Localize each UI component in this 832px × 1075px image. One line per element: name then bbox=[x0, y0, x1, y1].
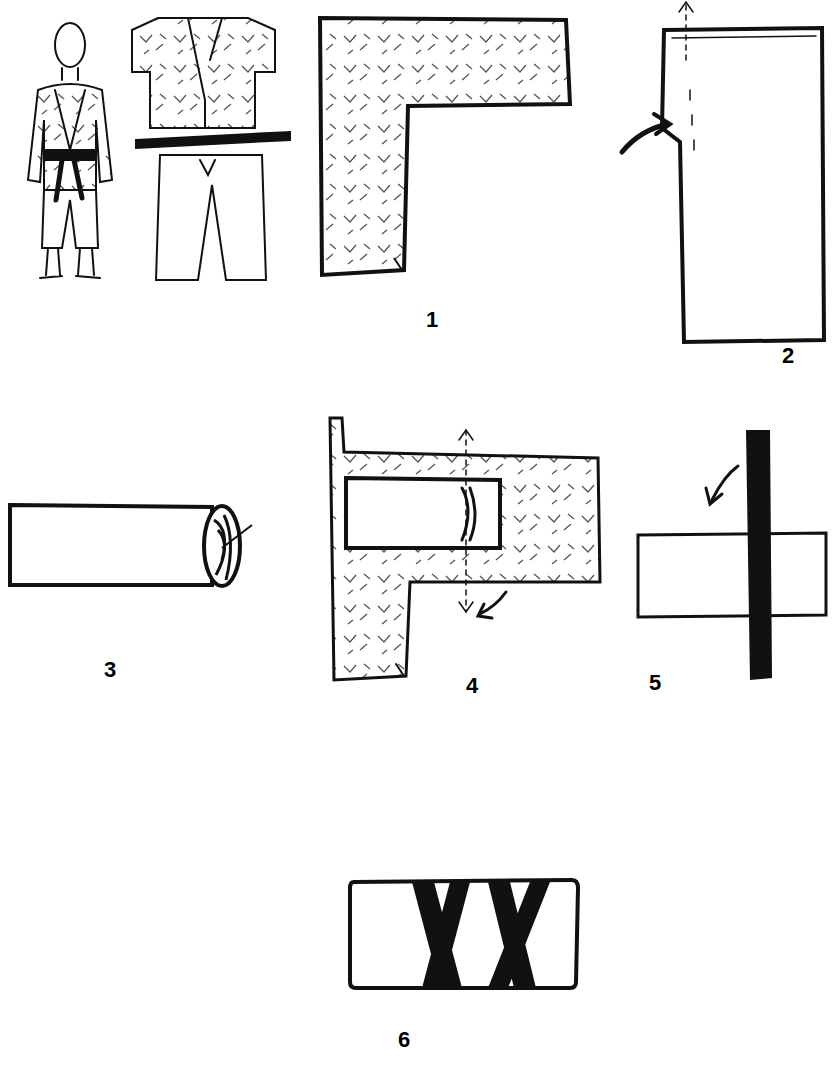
jacket-collar bbox=[188, 18, 222, 128]
jacket-sketch bbox=[132, 18, 275, 128]
step-number: 3 bbox=[104, 657, 116, 683]
jacket-outline bbox=[662, 28, 824, 342]
step-number: 1 bbox=[426, 307, 438, 333]
arrow-head bbox=[679, 2, 693, 12]
belt bbox=[746, 430, 772, 680]
roll-spiral bbox=[462, 488, 475, 540]
step-number: 6 bbox=[398, 1027, 410, 1053]
gi-overview bbox=[28, 18, 290, 280]
fold-mark bbox=[396, 664, 404, 676]
curved-arrow bbox=[712, 466, 738, 500]
belt-sketch bbox=[136, 132, 290, 148]
figure-belt-ends bbox=[56, 160, 82, 200]
belt-wraps bbox=[412, 882, 550, 988]
figure-jacket bbox=[28, 84, 112, 190]
arrow-head bbox=[478, 604, 492, 618]
rolled-bundle bbox=[10, 505, 252, 586]
roll-end bbox=[204, 506, 240, 586]
figure-legs bbox=[40, 248, 100, 278]
arrow-head bbox=[706, 488, 722, 504]
pants-tie bbox=[200, 160, 215, 175]
arrow-head bbox=[654, 114, 670, 134]
fold-step-two bbox=[622, 2, 824, 342]
fold-step-four bbox=[330, 418, 600, 680]
bundle bbox=[638, 533, 826, 617]
figure-head bbox=[55, 23, 85, 67]
roll-tail bbox=[222, 525, 252, 548]
fold-mark bbox=[394, 258, 402, 270]
step-number: 4 bbox=[466, 673, 478, 699]
figure-lapel bbox=[55, 90, 85, 150]
direction-arrow bbox=[465, 430, 467, 612]
jacket-outline bbox=[330, 418, 600, 680]
roll-body bbox=[346, 478, 500, 548]
fold-step-five bbox=[638, 430, 826, 680]
bundle bbox=[350, 880, 578, 988]
fold-line bbox=[672, 36, 816, 38]
step-number: 5 bbox=[649, 670, 661, 696]
folded-jacket bbox=[320, 18, 570, 275]
roll-body bbox=[10, 505, 212, 585]
arrow-head bbox=[459, 430, 473, 612]
figure-neck bbox=[62, 68, 78, 80]
figure-pants bbox=[42, 190, 98, 248]
pants-sketch bbox=[156, 155, 266, 280]
figure-belt bbox=[44, 150, 96, 160]
tied-bundle bbox=[350, 880, 578, 988]
direction-arrow bbox=[685, 2, 687, 60]
step-number: 2 bbox=[782, 343, 794, 369]
fold-guide bbox=[690, 90, 694, 150]
